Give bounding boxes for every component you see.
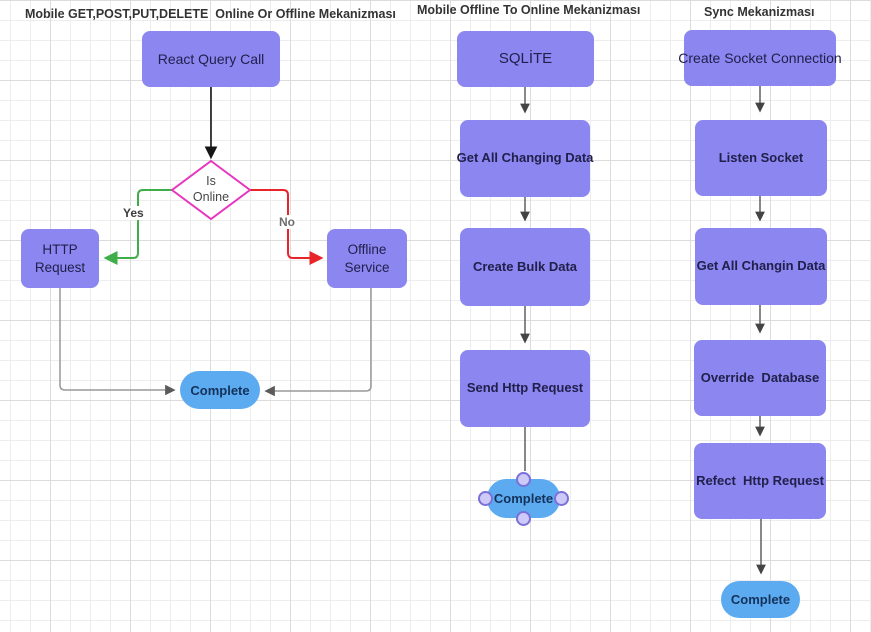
node-label: Is Online: [192, 174, 230, 204]
node-refect-http-request[interactable]: Refect Http Request: [694, 443, 826, 519]
node-react-query-call[interactable]: React Query Call: [142, 31, 280, 87]
connection-handle-left[interactable]: [478, 491, 493, 506]
edge-yes-to-httprequest[interactable]: [103, 189, 172, 265]
node-complete-flow3[interactable]: Complete: [721, 581, 800, 618]
node-label: Get All Changin Data: [696, 258, 826, 274]
node-label: Complete: [493, 491, 554, 506]
node-get-all-changing-data[interactable]: Get All Changing Data: [457, 120, 593, 197]
edge-label-yes: Yes: [122, 206, 145, 220]
node-sqlite[interactable]: SQLİTE: [457, 31, 594, 87]
node-get-all-changin-data[interactable]: Get All Changin Data: [695, 228, 827, 305]
node-create-bulk-data[interactable]: Create Bulk Data: [460, 228, 590, 306]
node-label: Create Bulk Data: [472, 258, 578, 274]
edge-offlineservice-to-complete[interactable]: [264, 288, 372, 397]
diamond-shape-icon: [171, 160, 251, 220]
node-label: Refect Http Request: [696, 472, 824, 488]
connection-handle-right[interactable]: [554, 491, 569, 506]
edge-label-no: No: [278, 215, 296, 229]
flow1-title[interactable]: Mobile GET,POST,PUT,DELETE Online Or Off…: [25, 7, 396, 21]
node-label: SQLİTE: [498, 50, 553, 68]
node-label: HTTP Request: [34, 241, 86, 275]
node-override-database[interactable]: Override Database: [694, 340, 826, 416]
connection-handle-top[interactable]: [516, 472, 531, 487]
node-label: Complete: [190, 382, 250, 398]
connection-handle-bottom[interactable]: [516, 511, 531, 526]
node-send-http-request[interactable]: Send Http Request: [460, 350, 590, 427]
node-label: Override Database: [700, 369, 820, 385]
node-label: Complete: [730, 592, 791, 607]
edge-httprequest-to-complete[interactable]: [59, 288, 176, 396]
node-label: Get All Changing Data: [456, 150, 594, 166]
node-label: Send Http Request: [466, 380, 584, 396]
node-complete-flow1[interactable]: Complete: [180, 371, 260, 409]
flow3-title[interactable]: Sync Mekanizması: [704, 5, 815, 19]
node-label: Create Socket Connection: [678, 49, 842, 66]
node-label: React Query Call: [157, 50, 265, 67]
node-create-socket-connection[interactable]: Create Socket Connection: [678, 30, 842, 86]
node-listen-socket[interactable]: Listen Socket: [695, 120, 827, 196]
node-label: Offline Service: [344, 241, 390, 275]
node-label: Listen Socket: [718, 149, 804, 165]
node-offline-service[interactable]: Offline Service: [327, 229, 407, 288]
flow2-title[interactable]: Mobile Offline To Online Mekanizması: [417, 3, 641, 17]
node-http-request[interactable]: HTTP Request: [21, 229, 99, 288]
node-is-online-decision[interactable]: Is Online: [171, 160, 251, 220]
